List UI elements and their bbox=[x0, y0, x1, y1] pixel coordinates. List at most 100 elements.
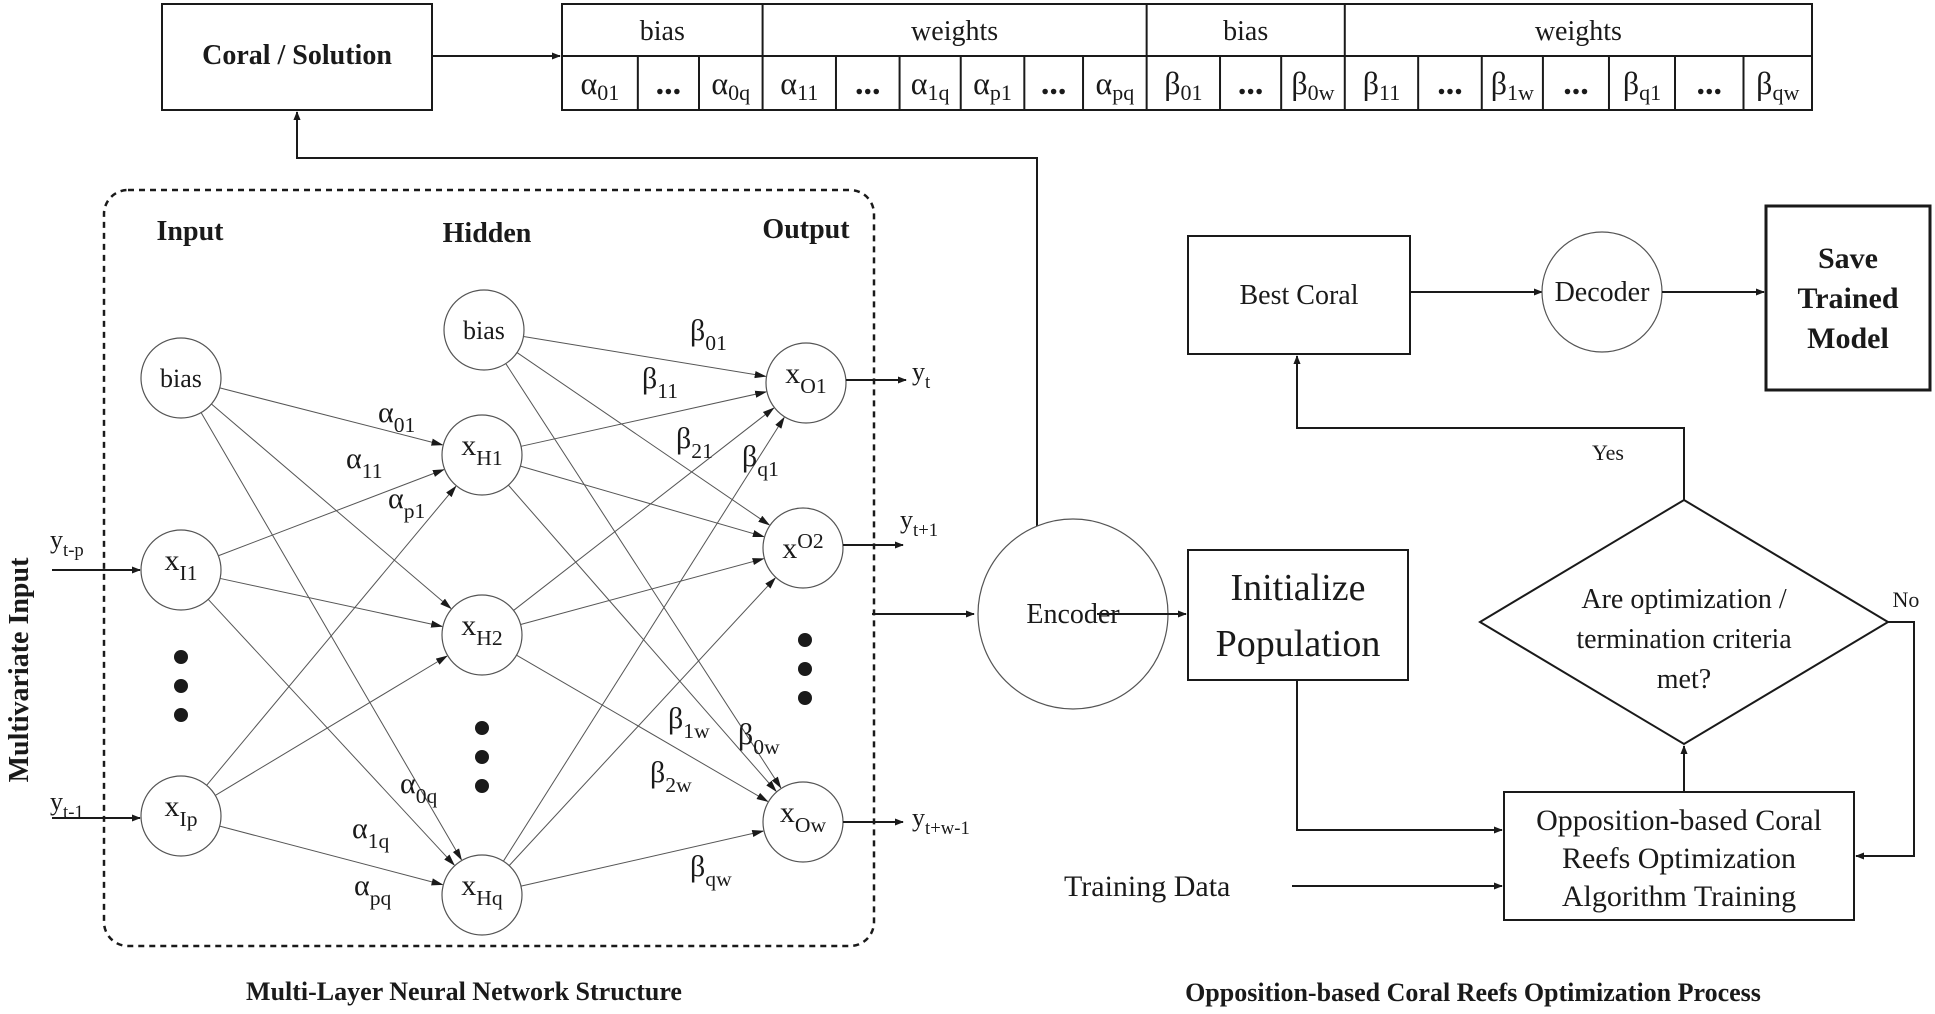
weight-labels: α01 α11 αp1 α0q α1q αpq β01 β11 β21 βq1 … bbox=[346, 314, 780, 910]
training-box bbox=[1503, 791, 1855, 921]
weight-beta-11: β11 bbox=[642, 362, 678, 403]
vector-cell: βqw bbox=[1756, 65, 1799, 105]
output-dot bbox=[798, 691, 812, 705]
hidden-node-1-label: xH1 bbox=[461, 429, 502, 470]
hidden-node-1 bbox=[441, 414, 523, 496]
vector-cell: ... bbox=[1238, 65, 1264, 102]
vector-header-label: bias bbox=[640, 16, 685, 47]
vector-cell: α0q bbox=[711, 65, 750, 105]
vector-header-label: weights bbox=[1535, 16, 1622, 47]
vector-cell: ... bbox=[1697, 65, 1723, 102]
input-hidden-connection bbox=[218, 469, 445, 557]
save-model-line-1: Save bbox=[1818, 242, 1878, 275]
yes-label: Yes bbox=[1592, 440, 1624, 465]
output-node-1-label: xO1 bbox=[785, 357, 826, 398]
output-y-t1: yt+1 bbox=[900, 505, 938, 541]
vector-cell: β01 bbox=[1164, 65, 1202, 105]
layer-label-input: Input bbox=[157, 216, 225, 247]
decision-line-2: termination criteria bbox=[1576, 624, 1792, 655]
weight-alpha-11: α11 bbox=[346, 442, 383, 483]
network-frame bbox=[102, 188, 876, 948]
input-hidden-connection bbox=[219, 825, 444, 886]
no-label: No bbox=[1893, 587, 1920, 612]
hidden-output-connection bbox=[502, 416, 785, 862]
input-hidden-connection bbox=[215, 655, 448, 796]
weight-alpha-0q: α0q bbox=[400, 767, 438, 808]
hidden-output-connection bbox=[520, 829, 765, 887]
vector-cell: ... bbox=[656, 65, 682, 102]
hidden-output-connection bbox=[505, 363, 782, 789]
input-hidden-connection bbox=[219, 577, 444, 628]
input-dot bbox=[174, 679, 188, 693]
input-dot bbox=[174, 650, 188, 664]
output-y-t: yt bbox=[912, 357, 931, 393]
weight-beta-qw: βqw bbox=[690, 850, 732, 891]
process-caption: Opposition-based Coral Reefs Optimizatio… bbox=[1185, 978, 1761, 1007]
weight-beta-0w: β0w bbox=[738, 718, 780, 759]
vector-cell: αpq bbox=[1095, 65, 1134, 105]
decision-diamond bbox=[1478, 498, 1890, 746]
input-node-p-label: xIp bbox=[165, 790, 198, 831]
save-model-line-2: Trained bbox=[1797, 282, 1898, 315]
input-hidden-connection bbox=[219, 387, 444, 446]
output-y-tw1: yt+w-1 bbox=[912, 803, 970, 839]
hidden-bias-label: bias bbox=[463, 316, 505, 345]
weight-alpha-01: α01 bbox=[378, 396, 415, 437]
vector-cell: β1w bbox=[1491, 65, 1534, 105]
output-node-1 bbox=[765, 342, 847, 424]
hidden-bias-node bbox=[443, 289, 525, 371]
init-to-training-arrow bbox=[1296, 680, 1503, 834]
hidden-output-connection bbox=[523, 336, 767, 379]
vector-cell: α1q bbox=[911, 65, 950, 105]
weight-alpha-p1: αp1 bbox=[388, 482, 425, 523]
vector-cell: α11 bbox=[780, 65, 818, 105]
vector-header-label: weights bbox=[911, 16, 998, 47]
input-hidden-connection bbox=[206, 485, 457, 786]
hidden-node-2 bbox=[441, 594, 523, 676]
output-node-w-label: xOw bbox=[780, 796, 827, 837]
output-dot bbox=[798, 633, 812, 647]
yes-path-arrow bbox=[1293, 355, 1685, 500]
network-edges bbox=[200, 336, 785, 887]
vector-cell: αp1 bbox=[973, 65, 1012, 105]
hidden-dot bbox=[475, 779, 489, 793]
input-node-p bbox=[140, 775, 222, 857]
init-population-box bbox=[1187, 549, 1409, 681]
save-model-box bbox=[1764, 204, 1932, 392]
hidden-dot bbox=[475, 750, 489, 764]
vector-header-label: bias bbox=[1223, 16, 1268, 47]
hidden-output-connection bbox=[507, 484, 777, 793]
hidden-output-connection bbox=[516, 352, 771, 526]
save-model-line-3: Model bbox=[1807, 322, 1889, 355]
hidden-output-connection bbox=[516, 654, 769, 802]
training-data-label: Training Data bbox=[1064, 870, 1230, 903]
vector-cell: ... bbox=[855, 65, 881, 102]
training-line-1: Opposition-based Coral bbox=[1536, 804, 1822, 837]
layer-label-hidden: Hidden bbox=[443, 218, 532, 249]
input-bias-node bbox=[140, 337, 222, 419]
coral-solution-group: Coral / Solution bbox=[161, 3, 561, 111]
vector-cell: βq1 bbox=[1623, 65, 1661, 105]
hidden-output-connection bbox=[520, 558, 765, 626]
vector-cell: ... bbox=[1041, 65, 1067, 102]
network-caption: Multi-Layer Neural Network Structure bbox=[246, 977, 682, 1006]
hidden-output-connection bbox=[508, 577, 776, 866]
hidden-output-connection bbox=[520, 465, 765, 538]
vector-cell: ... bbox=[1437, 65, 1463, 102]
training-line-3: Algorithm Training bbox=[1562, 880, 1796, 913]
hidden-node-q bbox=[441, 854, 523, 936]
vector-cell: β11 bbox=[1363, 65, 1400, 105]
best-coral-box bbox=[1187, 235, 1411, 355]
ellipsis-dots bbox=[174, 633, 812, 793]
input-y-t-1: yt-1 bbox=[50, 787, 84, 823]
coral-solution-label: Coral / Solution bbox=[202, 40, 392, 71]
network-nodes: bias xI1 xIp bias xH1 xH2 xHq xO1 xO2 xO… bbox=[140, 289, 847, 936]
decision-line-3: met? bbox=[1657, 664, 1711, 695]
training-line-2: Reefs Optimization bbox=[1562, 842, 1796, 875]
init-population-line-1: Initialize bbox=[1230, 567, 1365, 609]
decoder-label: Decoder bbox=[1555, 277, 1651, 308]
